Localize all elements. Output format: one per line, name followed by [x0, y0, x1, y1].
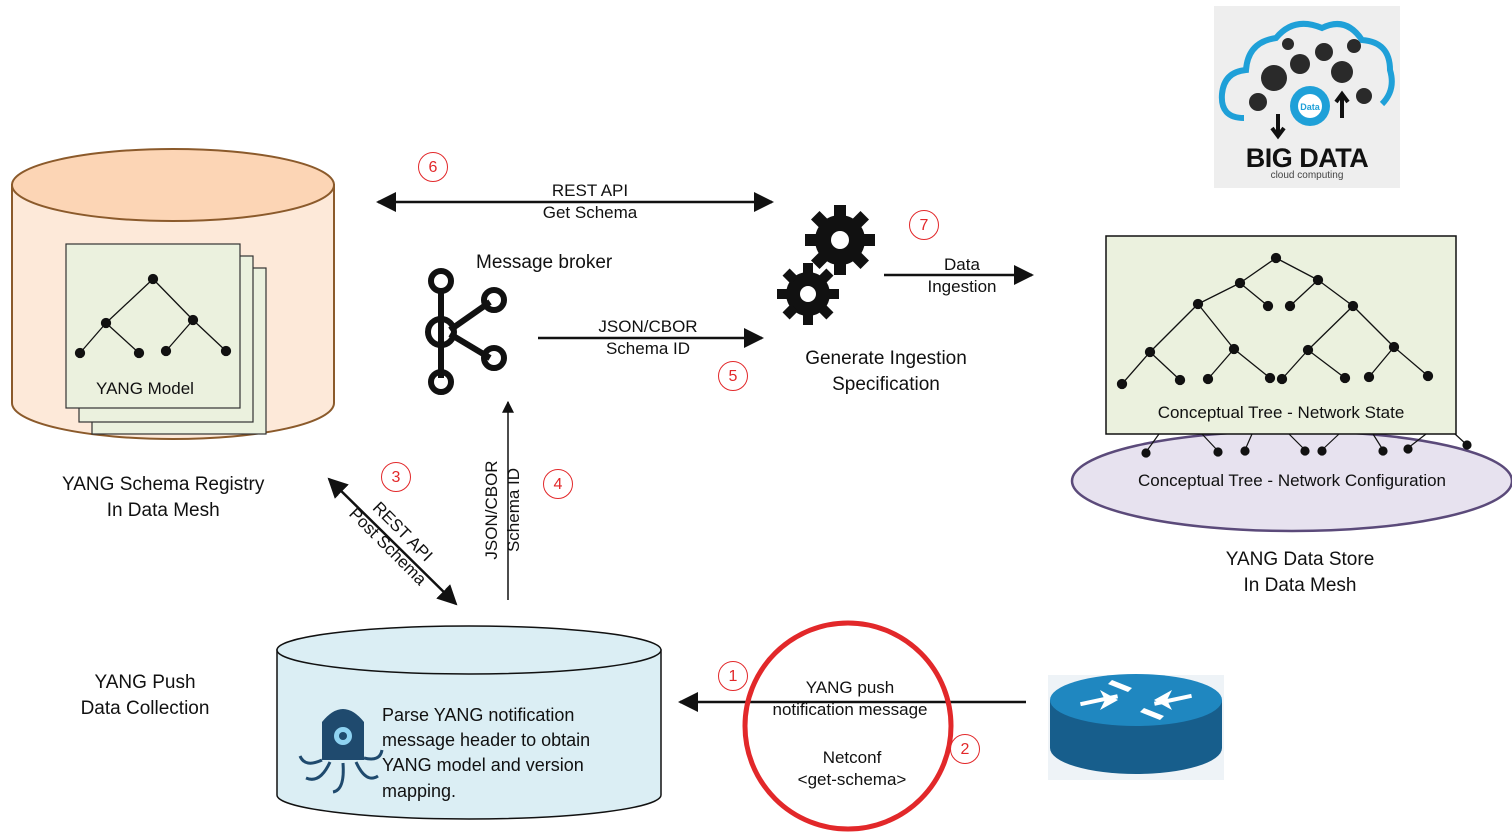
netconf-highlight-circle	[742, 620, 954, 832]
json-to-generator-label: JSON/CBOR Schema ID	[583, 316, 713, 360]
json-up-line1: JSON/CBOR	[482, 460, 501, 560]
collector-line-3: YANG model and version	[382, 755, 584, 776]
collection-caption-line2: Data Collection	[80, 697, 210, 719]
collector-description: Parse YANG notification message header t…	[382, 703, 590, 804]
cloud-gears-icon: Data	[1218, 20, 1395, 140]
netconf-push-label: YANG push notification message	[752, 677, 948, 721]
netconf-schema-label: Netconf <get-schema>	[772, 747, 932, 791]
step-3-badge: 3	[381, 462, 411, 492]
network-state-tree-icon	[1116, 252, 1434, 390]
step-4-badge: 4	[543, 469, 573, 499]
config-tree-dots	[1141, 433, 1472, 458]
generator-label: Generate Ingestion Specification	[786, 346, 986, 397]
datastore-caption-line1: YANG Data Store	[1225, 549, 1375, 570]
rest-get-label: REST API Get Schema	[520, 180, 660, 224]
gears-icon	[777, 205, 875, 325]
netconf-line2: notification message	[772, 700, 928, 720]
netconf-line1: YANG push	[805, 678, 895, 697]
model-tree-icon	[74, 273, 232, 359]
netconf-line3: Netconf	[822, 748, 882, 767]
netconf-line4: <get-schema>	[797, 770, 907, 790]
ingestion-label: Data Ingestion	[912, 254, 1012, 298]
generator-line2: Specification	[832, 373, 940, 395]
registry-caption-line1: YANG Schema Registry	[62, 474, 265, 495]
ingestion-line2: Ingestion	[927, 277, 997, 297]
kafka-icon	[425, 268, 507, 395]
collection-caption-line1: YANG Push	[94, 672, 196, 693]
collection-caption: YANG Push Data Collection	[60, 670, 230, 721]
registry-caption-line2: In Data Mesh	[106, 499, 220, 521]
rest-get-line2: Get Schema	[542, 203, 638, 223]
router-icon	[1048, 674, 1224, 780]
svg-text:Data: Data	[1300, 102, 1321, 112]
json-up-line2: Schema ID	[504, 467, 524, 553]
octopus-mascot-icon	[298, 709, 384, 794]
step-5-badge: 5	[718, 361, 748, 391]
json-to-gen-line2: Schema ID	[605, 339, 691, 359]
collector-line-2: message header to obtain	[382, 730, 591, 751]
json-up-label: JSON/CBOR Schema ID	[481, 445, 525, 575]
registry-caption: YANG Schema Registry In Data Mesh	[62, 472, 264, 523]
collector-line-4: mapping.	[382, 780, 457, 801]
json-to-gen-line1: JSON/CBOR	[598, 317, 698, 336]
big-data-logo: Data BIG DATA cloud computing	[1214, 6, 1400, 188]
collector-line-1: Parse YANG notification	[382, 705, 575, 725]
yang-model-pages	[65, 243, 267, 435]
message-broker-label: Message broker	[476, 252, 613, 273]
step-2-badge: 2	[950, 734, 980, 764]
rest-post-arrow	[327, 477, 458, 606]
step-1-badge: 1	[718, 661, 748, 691]
ingestion-line1: Data	[944, 255, 980, 274]
step-6-badge: 6	[418, 152, 448, 182]
network-configuration-label: Conceptual Tree - Network Configuration	[1137, 471, 1447, 490]
generator-line1: Generate Ingestion	[805, 348, 967, 369]
rest-get-line1: REST API	[551, 181, 629, 200]
yang-model-label: YANG Model	[96, 379, 194, 398]
datastore-caption-line2: In Data Mesh	[1243, 574, 1357, 596]
network-state-tree-box	[1105, 235, 1457, 435]
big-data-subtitle: cloud computing	[1270, 170, 1344, 181]
step-7-badge: 7	[909, 210, 939, 240]
datastore-caption: YANG Data Store In Data Mesh	[1194, 547, 1406, 598]
network-state-label: Conceptual Tree - Network State	[1157, 403, 1405, 422]
big-data-title: BIG DATA	[1245, 143, 1369, 173]
